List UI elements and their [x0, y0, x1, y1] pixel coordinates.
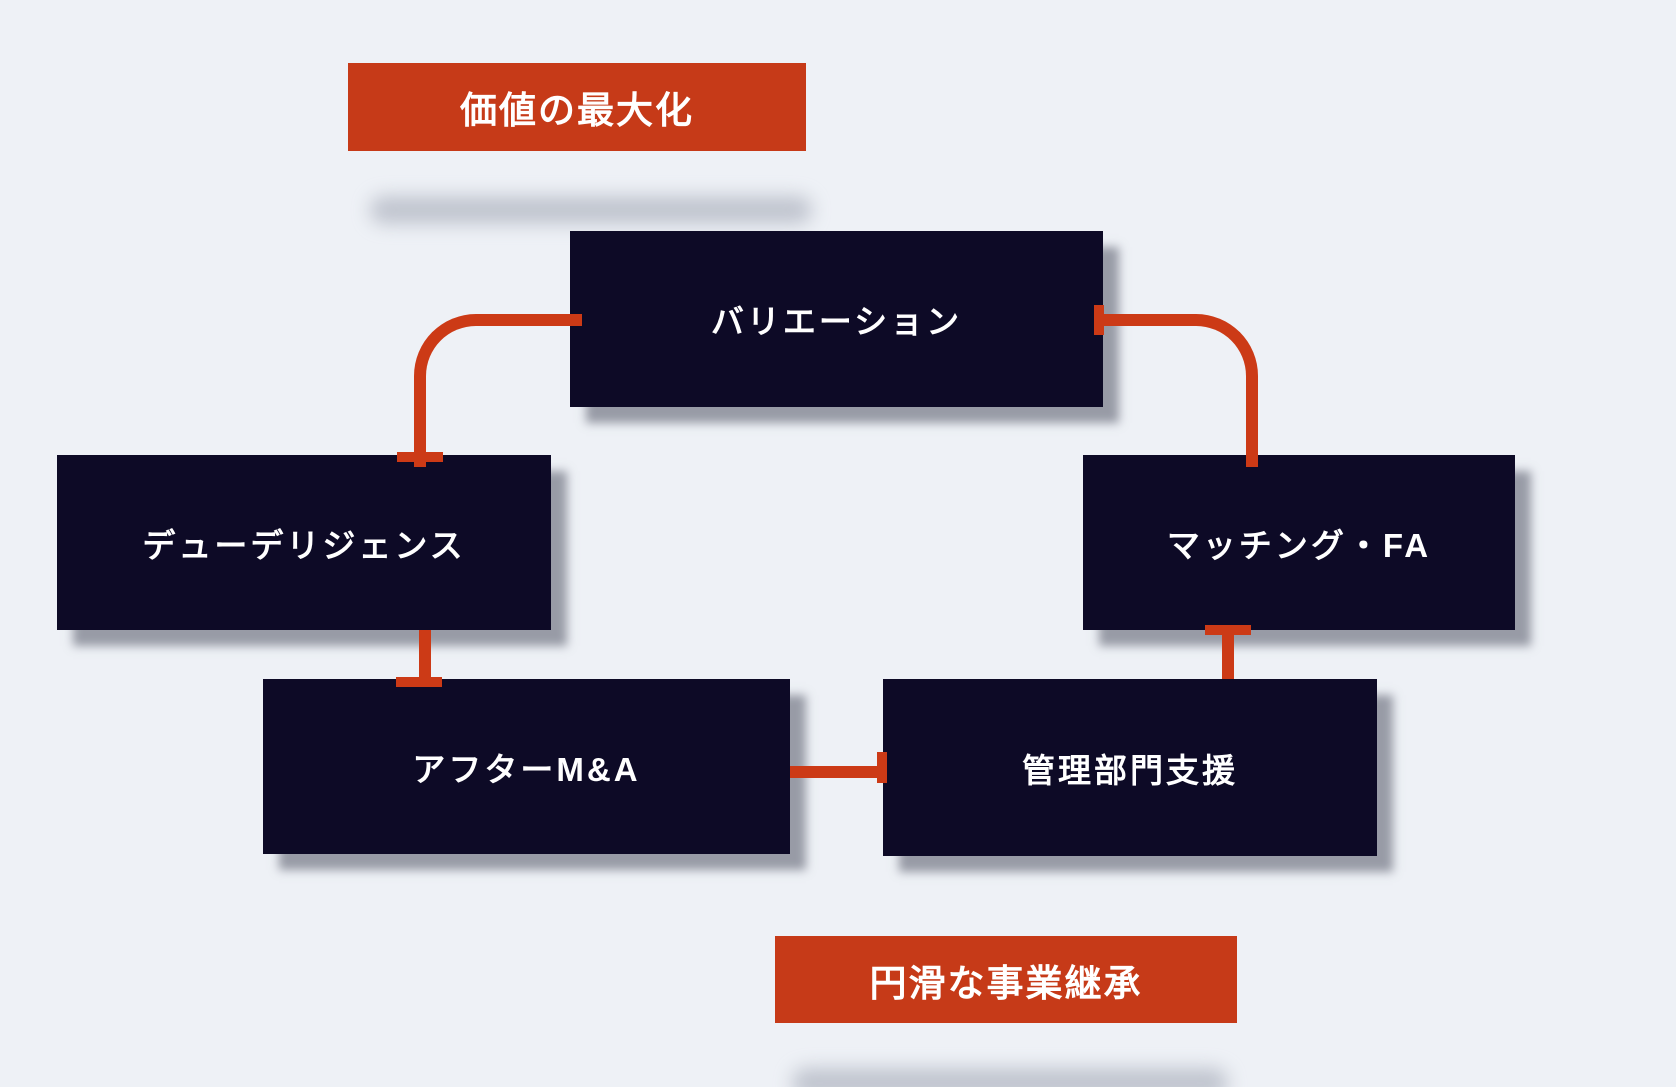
- connector-endcap: [397, 452, 443, 462]
- banner-smooth-succession: 円滑な事業継承: [775, 936, 1237, 1023]
- connector-matching-fa-to-admin-support: [1222, 632, 1234, 679]
- banner-smooth-succession-label: 円滑な事業継承: [869, 962, 1143, 1004]
- floating-shadow-top: [370, 196, 812, 224]
- node-after-ma-label: アフターM&A: [412, 750, 641, 788]
- connector-endcap: [1094, 305, 1104, 335]
- floating-shadow-bottom: [792, 1068, 1228, 1087]
- node-admin-support: 管理部門支援: [883, 679, 1377, 856]
- node-due-diligence-label: デューデリジェンス: [142, 526, 466, 564]
- node-admin-support-label: 管理部門支援: [1022, 751, 1238, 789]
- banner-value-maximization-label: 価値の最大化: [460, 90, 694, 131]
- banner-value-maximization: 価値の最大化: [348, 63, 806, 151]
- node-after-ma: アフターM&A: [263, 679, 790, 854]
- connector-valuation-to-matching-fa: [1103, 314, 1258, 467]
- connector-after-ma-to-admin-support: [790, 766, 883, 778]
- node-matching-fa-label: マッチング・FA: [1166, 526, 1432, 564]
- node-valuation-label: バリエーション: [710, 303, 963, 340]
- connector-endcap: [877, 752, 887, 783]
- connector-valuation-to-due-diligence: [414, 314, 582, 467]
- node-due-diligence: デューデリジェンス: [57, 455, 551, 630]
- node-valuation: バリエーション: [570, 231, 1103, 407]
- node-matching-fa: マッチング・FA: [1083, 455, 1515, 630]
- connector-due-diligence-to-after-ma: [419, 630, 431, 680]
- connector-endcap: [1205, 625, 1251, 635]
- connector-endcap: [396, 677, 442, 687]
